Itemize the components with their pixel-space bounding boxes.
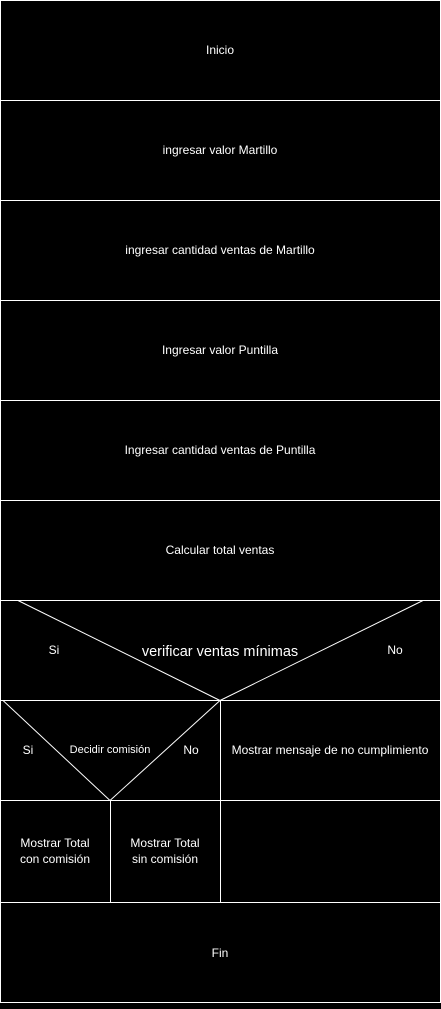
decision-main-no-label: No (387, 643, 403, 657)
decision-sub: Decidir comisión Si No (0, 700, 221, 801)
result-with-commission-line2: con comisión (20, 852, 90, 866)
result-with-commission: Mostrar Total con comisión (0, 800, 111, 903)
step-fin: Fin (0, 902, 441, 1003)
step-calcular-total: Calcular total ventas (0, 500, 441, 601)
step-calcular-total-label: Calcular total ventas (166, 543, 275, 557)
step-inicio-label: Inicio (206, 43, 234, 57)
step-ingresar-valor-puntilla-label: Ingresar valor Puntilla (162, 343, 278, 357)
decision-sub-no-label: No (183, 743, 199, 757)
decision-main-label: verificar ventas mínimas (142, 644, 298, 660)
result-without-commission-line2: sin comisión (132, 852, 198, 866)
step-ingresar-cantidad-puntilla-label: Ingresar cantidad ventas de Puntilla (125, 443, 316, 457)
decision-sub-right-diagonal (109, 700, 221, 801)
step-ingresar-valor-martillo: ingresar valor Martillo (0, 100, 441, 201)
decision-main: verificar ventas mínimas Si No (0, 600, 441, 701)
decision-sub-label: Decidir comisión (70, 744, 151, 756)
decision-sub-yes-label: Si (23, 743, 34, 757)
step-ingresar-cantidad-martillo-label: ingresar cantidad ventas de Martillo (125, 243, 315, 257)
step-ingresar-cantidad-martillo: ingresar cantidad ventas de Martillo (0, 200, 441, 301)
step-ingresar-valor-martillo-label: ingresar valor Martillo (163, 143, 278, 157)
decision-main-right-diagonal (219, 600, 424, 701)
step-ingresar-valor-puntilla: Ingresar valor Puntilla (0, 300, 441, 401)
decision-sub-left-diagonal (2, 700, 111, 801)
result-with-commission-line1: Mostrar Total (20, 836, 89, 850)
step-inicio: Inicio (0, 0, 441, 101)
empty-block (220, 800, 441, 903)
no-branch-message: Mostrar mensaje de no cumplimiento (232, 743, 429, 757)
result-without-commission-line1: Mostrar Total (130, 836, 199, 850)
no-branch-block: Mostrar mensaje de no cumplimiento (220, 700, 441, 801)
step-ingresar-cantidad-puntilla: Ingresar cantidad ventas de Puntilla (0, 400, 441, 501)
decision-main-left-diagonal (17, 600, 221, 701)
result-without-commission: Mostrar Total sin comisión (110, 800, 221, 903)
step-fin-label: Fin (212, 946, 229, 960)
decision-main-yes-label: Si (49, 643, 60, 657)
